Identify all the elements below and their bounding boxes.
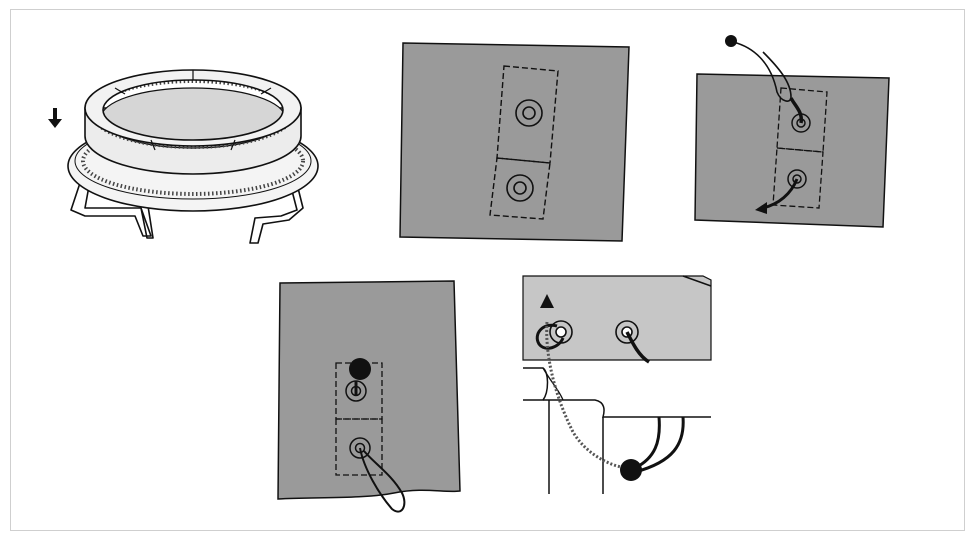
fabric-sheet xyxy=(399,42,630,242)
fabric-sheet xyxy=(277,280,461,500)
curved-arrow-icon xyxy=(755,178,799,214)
dashed-pocket xyxy=(772,87,828,209)
trampoline-legs xyxy=(70,182,304,244)
fabric-eyelets-panel xyxy=(399,42,630,242)
cord-threading-panel xyxy=(694,35,890,228)
padding-ring xyxy=(84,69,302,147)
cord-ball xyxy=(349,358,371,380)
frame-tube xyxy=(523,367,711,494)
padding-seams xyxy=(114,70,272,151)
cord-attach-frame-panel xyxy=(522,275,712,494)
illustration-frame xyxy=(10,9,965,531)
fabric-sheet xyxy=(694,73,890,228)
bungee-cord xyxy=(625,331,650,364)
down-arrow-icon xyxy=(48,108,62,128)
up-arrow-icon xyxy=(540,294,554,308)
eyelet-top xyxy=(515,99,543,127)
cord-loop-panel xyxy=(277,280,461,513)
bungee-cord xyxy=(359,447,406,513)
trampoline-illustration xyxy=(48,69,319,244)
cord-ball xyxy=(620,459,642,481)
bungee-cord xyxy=(732,41,804,124)
cord-ball xyxy=(725,35,737,47)
dashed-pocket xyxy=(489,65,559,220)
eyelet-bottom xyxy=(506,174,534,202)
